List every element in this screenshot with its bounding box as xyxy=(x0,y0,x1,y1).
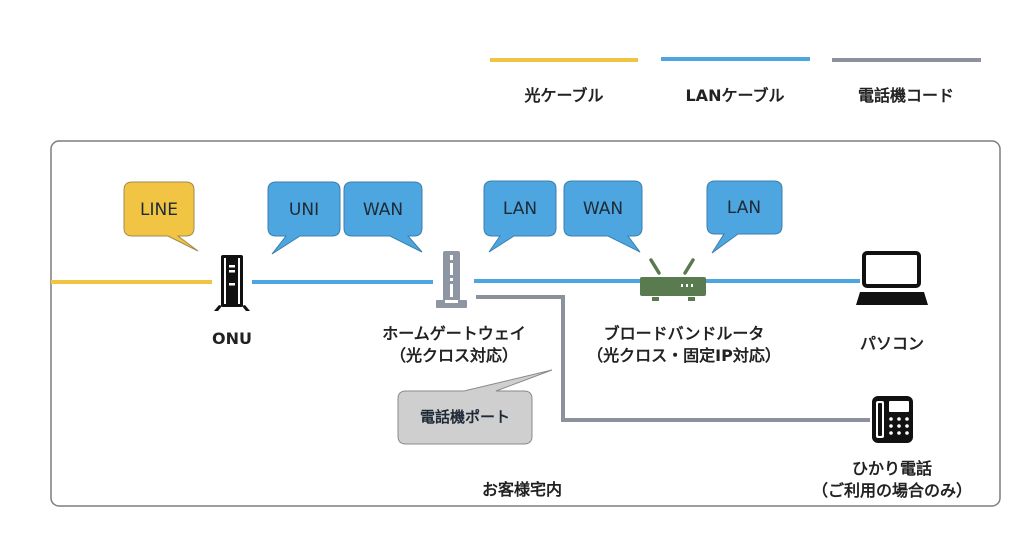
legend-phone-label: 電話機コード xyxy=(858,86,954,105)
router-label-line1: ブロードバンドルータ xyxy=(604,324,765,343)
router-icon xyxy=(640,258,706,301)
legend-fiber-label: 光ケーブル xyxy=(523,86,603,105)
bubble-uni-text: UNI xyxy=(289,200,319,220)
onu-label: ONU xyxy=(212,329,252,348)
router-label-line2: （光クロス・固定IP対応） xyxy=(587,346,781,365)
bubble-router-wan: WAN xyxy=(563,180,643,253)
legend-lan-label: LANケーブル xyxy=(685,86,784,105)
bubble-router-wan-text: WAN xyxy=(583,199,623,219)
onu-icon xyxy=(214,255,250,311)
laptop-icon xyxy=(856,251,928,305)
pc-label: パソコン xyxy=(860,334,924,353)
bubble-router-lan: LAN xyxy=(706,180,783,254)
bubble-hgw-lan: LAN xyxy=(483,180,557,253)
bubble-phone-port-text: 電話機ポート xyxy=(420,408,510,426)
premises-label: お客様宅内 xyxy=(482,480,562,499)
bubble-hgw-lan-text: LAN xyxy=(503,199,537,219)
premises-frame xyxy=(50,140,1001,507)
bubble-line: LINE xyxy=(123,181,199,252)
bubble-line-text: LINE xyxy=(140,200,178,220)
telephone-icon xyxy=(872,396,913,443)
hgw-label-line2: （光クロス対応） xyxy=(390,346,518,365)
bubble-hgw-wan: WAN xyxy=(343,181,423,253)
bubble-phone-port: 電話機ポート xyxy=(397,369,553,445)
phone-label-line1: ひかり電話 xyxy=(852,459,932,478)
bubble-router-lan-text: LAN xyxy=(727,198,761,218)
phone-cord xyxy=(476,295,870,422)
hgw-label-line1: ホームゲートウェイ xyxy=(382,324,526,343)
legend: 光ケーブル LANケーブル 電話機コード xyxy=(490,57,981,105)
bubble-uni: UNI xyxy=(267,181,341,255)
phone-label-line2: （ご利用の場合のみ） xyxy=(812,481,972,500)
home-gateway-icon xyxy=(436,251,467,308)
bubble-hgw-wan-text: WAN xyxy=(363,200,403,220)
